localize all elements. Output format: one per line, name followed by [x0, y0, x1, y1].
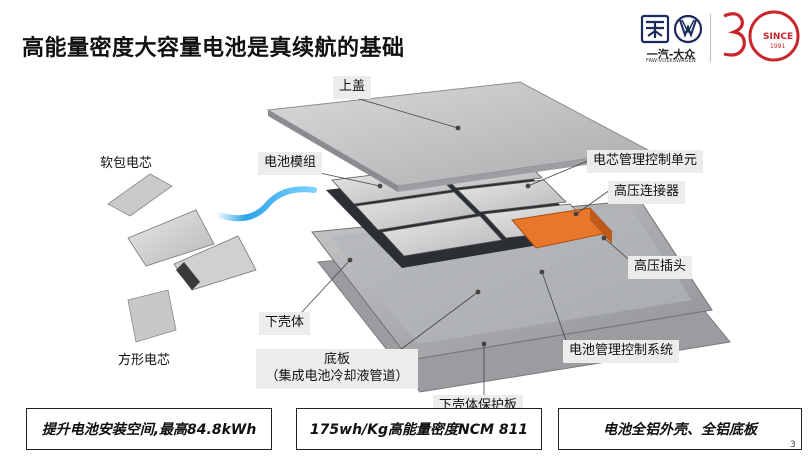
since-text: SINCE — [763, 32, 794, 42]
pouch-cells-shape — [107, 173, 257, 291]
label-hv-connector: 高压连接器 — [608, 181, 686, 204]
prismatic-cell-shape — [127, 289, 177, 343]
feature-box-capacity: 提升电池安装空间,最高84.8kWh — [26, 408, 272, 450]
bottom-plate-text: 底板 — [323, 352, 350, 367]
label-battery-module: 电池模组 — [258, 152, 323, 175]
label-lower-shell: 下壳体 — [259, 312, 311, 335]
page-number: 3 — [790, 440, 796, 450]
brand-name: 一汽-大众 — [646, 48, 696, 61]
feature-box-aluminum: 电池全铝外壳、全铝底板 — [558, 408, 802, 450]
slide-title: 高能量密度大容量电池是真续航的基础 — [22, 36, 405, 61]
logo-area: 一汽-大众 FAW-VOLKSWAGEN SINCE 1991 — [638, 6, 804, 68]
brand-logos-graphic — [640, 10, 800, 62]
feature-text-aluminum: 电池全铝外壳、全铝底板 — [603, 422, 757, 438]
faw-emblem-icon — [640, 14, 670, 44]
feature-text-capacity: 提升电池安装空间,最高84.8kWh — [41, 422, 257, 438]
brand-subtitle: FAW-VOLKSWAGEN — [646, 58, 696, 64]
label-pouch-cell: 软包电芯 — [100, 156, 153, 171]
since-year: 1991 — [770, 43, 786, 50]
label-top-cover: 上盖 — [333, 76, 372, 99]
label-bms: 电池管理控制系统 — [563, 340, 680, 363]
logo-divider — [710, 14, 711, 62]
feature-box-energy-density: 175wh/Kg高能量密度NCM 811 — [296, 408, 542, 450]
label-bmu: 电芯管理控制单元 — [587, 150, 704, 173]
label-bottom-plate: 底板 （集成电池冷却液管道） — [256, 349, 418, 389]
bottom-plate-note: （集成电池冷却液管道） — [265, 368, 409, 384]
anniversary-30-icon — [723, 10, 800, 62]
label-hv-plug: 高压插头 — [628, 256, 693, 279]
vw-emblem-icon — [673, 14, 703, 44]
glow-connector-shape — [213, 186, 317, 222]
label-prismatic-cell: 方形电芯 — [118, 353, 171, 368]
feature-text-energy-density: 175wh/Kg高能量密度NCM 811 — [309, 422, 529, 438]
